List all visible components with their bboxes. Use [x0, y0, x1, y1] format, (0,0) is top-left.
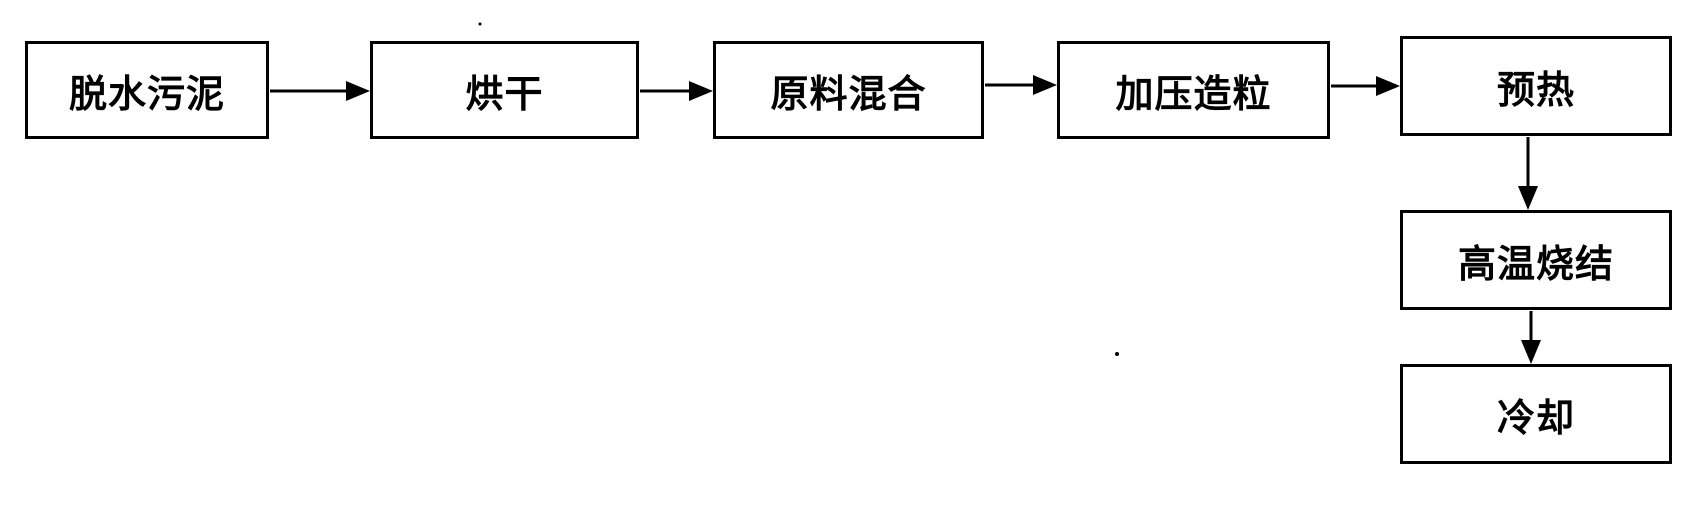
scan-speck: [1115, 352, 1119, 356]
step-label: 预热: [1496, 67, 1575, 112]
step-high-temperature-sintering: 高温烧结: [1400, 210, 1672, 310]
step-label: 脱水污泥: [68, 71, 225, 116]
step-drying: 烘干: [370, 41, 639, 139]
step-preheating: 预热: [1400, 36, 1672, 136]
arrow-sintering-to-cooling: [1521, 311, 1541, 364]
step-cooling: 冷却: [1400, 364, 1672, 464]
step-label: 加压造粒: [1115, 71, 1272, 116]
step-pressure-granulation: 加压造粒: [1057, 41, 1330, 139]
arrow-mixing-to-granulation: [985, 75, 1057, 95]
step-label: 冷却: [1496, 395, 1575, 440]
step-raw-material-mixing: 原料混合: [713, 41, 984, 139]
arrow-sludge-to-drying: [270, 81, 370, 101]
arrowhead-icon: [689, 81, 713, 101]
arrow-preheating-to-sintering: [1518, 137, 1538, 210]
arrow-drying-to-mixing: [640, 81, 713, 101]
step-label: 高温烧结: [1457, 241, 1614, 286]
arrowhead-icon: [1518, 186, 1538, 210]
arrowhead-icon: [346, 81, 370, 101]
step-label: 原料混合: [770, 71, 927, 116]
arrowhead-icon: [1521, 340, 1541, 364]
arrowhead-icon: [1033, 75, 1057, 95]
scan-speck: [478, 22, 482, 26]
step-dewatered-sludge: 脱水污泥: [25, 41, 269, 139]
arrow-granulation-to-preheating: [1331, 76, 1400, 96]
arrowhead-icon: [1376, 76, 1400, 96]
step-label: 烘干: [465, 71, 544, 116]
